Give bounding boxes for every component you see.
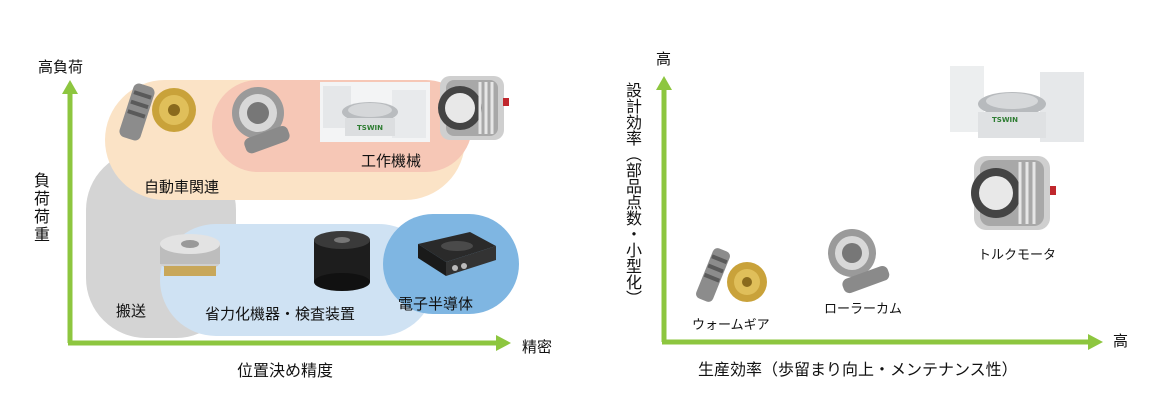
left-y-axis-top-label: 高負荷 bbox=[38, 58, 84, 76]
right-x-axis-title: 生産効率（歩留まり向上・メンテナンス性） bbox=[698, 360, 1018, 379]
brand-mark-left: TSWIN bbox=[357, 124, 384, 132]
worm-gear-image-right bbox=[696, 248, 767, 302]
product-label-torque-motor: トルクモータ bbox=[978, 248, 1057, 263]
right-y-axis-title: 設計効率（部品点数・小型化） bbox=[623, 82, 642, 306]
right-x-arrow-icon bbox=[1088, 334, 1103, 350]
transport-image bbox=[160, 234, 220, 276]
left-x-axis-title: 位置決め精度 bbox=[237, 361, 334, 380]
labor-saving-image bbox=[314, 231, 370, 291]
region-label-automotive: 自動車関連 bbox=[144, 178, 220, 196]
region-label-machine-tools: 工作機械 bbox=[361, 152, 422, 170]
torque-motor-image-right bbox=[971, 156, 1056, 230]
left-x-arrow-icon bbox=[496, 335, 511, 351]
roller-cam-image-left bbox=[232, 87, 290, 154]
region-label-labor-saving: 省力化機器・検査装置 bbox=[205, 305, 356, 323]
left-y-axis-title: 負荷荷重 bbox=[31, 172, 50, 244]
semiconductor-image bbox=[418, 232, 496, 276]
rotary-table-image-right bbox=[950, 66, 1084, 142]
torque-motor-image-left bbox=[438, 76, 509, 140]
right-x-axis-end-label: 高 bbox=[1113, 332, 1129, 350]
worm-gear-image-left bbox=[119, 83, 196, 141]
left-y-arrow-icon bbox=[62, 80, 78, 94]
product-label-worm-gear: ウォームギア bbox=[692, 318, 770, 333]
right-y-axis-top-label: 高 bbox=[656, 50, 672, 68]
right-y-arrow-icon bbox=[656, 76, 672, 90]
left-x-axis-end-label: 精密 bbox=[522, 338, 553, 356]
brand-mark-right: TSWIN bbox=[992, 116, 1019, 124]
product-label-roller-cam: ローラーカム bbox=[824, 302, 903, 317]
region-label-semiconductor: 電子半導体 bbox=[398, 295, 474, 313]
region-label-transport: 搬送 bbox=[116, 302, 147, 320]
rotary-table-image-left bbox=[320, 82, 430, 142]
roller-cam-image-right bbox=[828, 229, 890, 294]
